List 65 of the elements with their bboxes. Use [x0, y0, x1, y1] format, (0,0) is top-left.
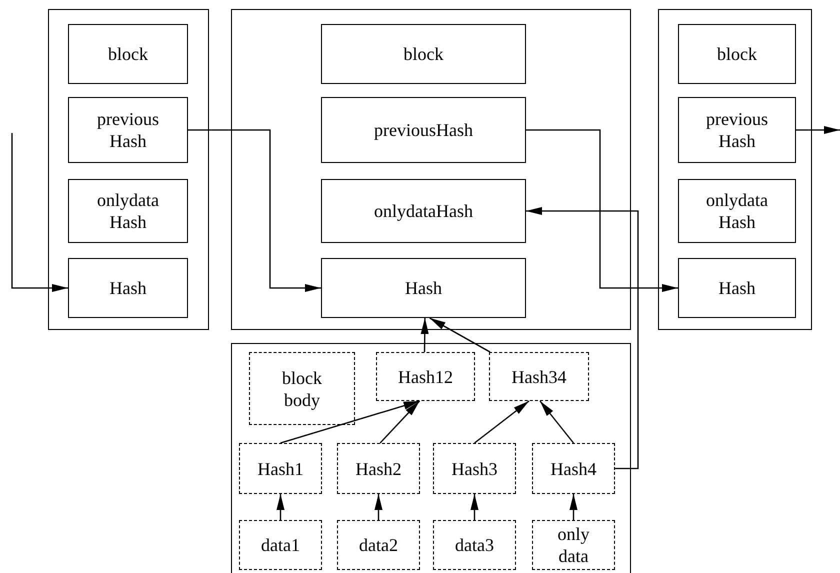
hash-box: [532, 520, 615, 570]
arrow: [540, 400, 574, 444]
arrow: [429, 317, 490, 353]
hash-box: [337, 443, 420, 494]
field-box: [678, 258, 796, 318]
box-label: only data: [556, 523, 590, 567]
box-label: block: [717, 43, 757, 65]
box-label: Hash: [718, 277, 756, 299]
box-label: data2: [359, 534, 398, 556]
box-label: Hash34: [512, 366, 566, 388]
arrow: [526, 207, 639, 470]
arrow: [526, 129, 678, 292]
hash-box: [337, 520, 420, 570]
box-label: Hash12: [398, 366, 453, 388]
block-frame: [231, 9, 631, 330]
box-label: block: [108, 43, 148, 65]
arrow: [276, 494, 284, 520]
field-box: [678, 179, 796, 243]
box-label: previous Hash: [705, 108, 769, 152]
box-label: block: [404, 43, 444, 65]
arrow: [380, 400, 420, 444]
box-label: data3: [455, 534, 494, 556]
box-label: Hash: [405, 277, 442, 299]
box-label: block body: [281, 366, 323, 410]
block-frame: [658, 9, 812, 330]
field-box: [321, 97, 526, 163]
hash-box: [239, 443, 322, 494]
box-label: Hash3: [452, 458, 498, 480]
hash-box: [433, 520, 516, 570]
box-label: Hash4: [550, 458, 596, 480]
arrow: [374, 494, 382, 520]
arrow: [796, 126, 840, 134]
hash-box: [489, 352, 589, 401]
field-box: [678, 24, 796, 84]
field-box: [321, 24, 526, 84]
field-box: [68, 97, 188, 163]
box-label: onlydata Hash: [705, 189, 769, 233]
box-label: previousHash: [374, 119, 473, 141]
box-label: Hash: [110, 277, 146, 299]
hash-box: [239, 520, 322, 570]
arrow: [420, 318, 429, 352]
hash-box: [376, 352, 475, 401]
box-label: Hash1: [258, 458, 304, 480]
hash-box: [249, 352, 355, 425]
field-box: [321, 179, 526, 243]
field-box: [68, 24, 188, 84]
arrow: [470, 494, 478, 520]
box-label: onlydataHash: [374, 200, 473, 222]
arrow: [280, 400, 420, 444]
box-label: previous Hash: [96, 108, 160, 152]
field-box: [321, 258, 526, 318]
field-box: [68, 179, 188, 243]
block-frame: [48, 9, 209, 330]
arrow: [570, 494, 578, 520]
hash-box: [532, 443, 615, 494]
arrow: [188, 129, 321, 292]
box-label: Hash2: [356, 458, 402, 480]
hash-box: [433, 443, 516, 494]
field-box: [68, 258, 188, 318]
box-label: onlydata Hash: [96, 189, 160, 233]
arrow: [474, 400, 530, 444]
box-label: data1: [261, 534, 300, 556]
arrow: [11, 133, 68, 292]
field-box: [678, 97, 796, 163]
block-frame: [231, 343, 631, 573]
